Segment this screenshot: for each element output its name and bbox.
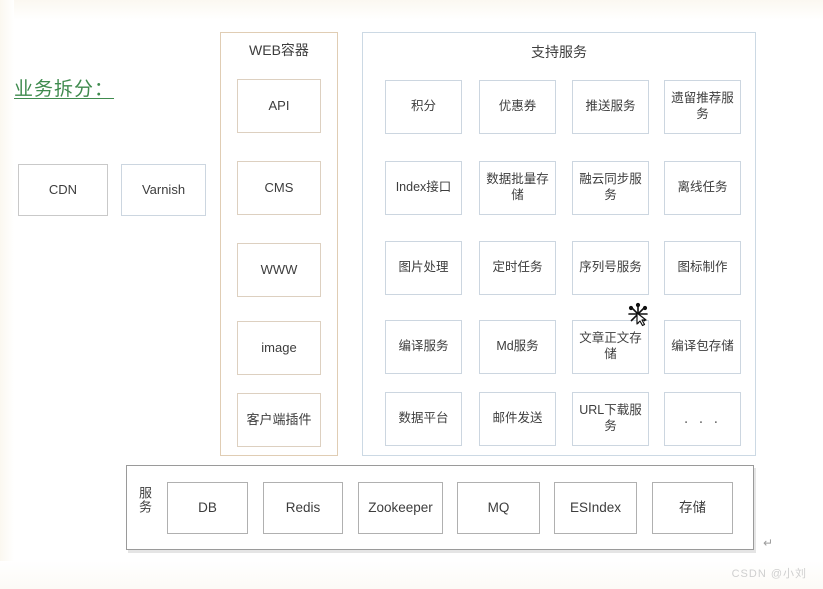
service-node-rongcloud-sync[interactable]: 融云同步服务 [572, 161, 649, 215]
node-cdn[interactable]: CDN [18, 164, 108, 216]
service-node-email-send[interactable]: 邮件发送 [479, 392, 556, 446]
service-node-compile[interactable]: 编译服务 [385, 320, 462, 374]
service-node-data-platform[interactable]: 数据平台 [385, 392, 462, 446]
background-tint-bottom [0, 561, 823, 589]
service-node-article-body-storage[interactable]: 文章正文存储 [572, 320, 649, 374]
web-item-api[interactable]: API [237, 79, 321, 133]
service-node-coupon[interactable]: 优惠券 [479, 80, 556, 134]
watermark-text: CSDN @小刘 [731, 568, 807, 580]
service-node-legacy-recommend[interactable]: 遗留推荐服务 [664, 80, 741, 134]
service-node-sequence-number[interactable]: 序列号服务 [572, 241, 649, 295]
background-tint-left [0, 0, 14, 589]
service-node-more[interactable]: . . . [664, 392, 741, 446]
service-node-image-processing[interactable]: 图片处理 [385, 241, 462, 295]
web-item-cms[interactable]: CMS [237, 161, 321, 215]
infra-node-mq[interactable]: MQ [457, 482, 540, 534]
infrastructure-bar-label: 服务 [137, 486, 152, 514]
infra-node-storage[interactable]: 存储 [652, 482, 733, 534]
infra-node-redis[interactable]: Redis [263, 482, 343, 534]
service-node-batch-storage[interactable]: 数据批量存储 [479, 161, 556, 215]
support-services-title: 支持服务 [531, 44, 587, 60]
service-node-push[interactable]: 推送服务 [572, 80, 649, 134]
service-node-index-api[interactable]: Index接口 [385, 161, 462, 215]
service-node-offline-task[interactable]: 离线任务 [664, 161, 741, 215]
pilcrow-mark: ↵ [763, 536, 774, 550]
web-item-www[interactable]: WWW [237, 243, 321, 297]
web-container-title: WEB容器 [249, 42, 309, 58]
section-title: 业务拆分： [14, 79, 115, 100]
background-tint-top [0, 0, 823, 20]
web-item-client-plugin[interactable]: 客户端插件 [237, 393, 321, 447]
infra-node-zookeeper[interactable]: Zookeeper [358, 482, 443, 534]
infra-node-db[interactable]: DB [167, 482, 248, 534]
service-node-icon-making[interactable]: 图标制作 [664, 241, 741, 295]
web-item-image[interactable]: image [237, 321, 321, 375]
node-varnish[interactable]: Varnish [121, 164, 206, 216]
service-node-url-download[interactable]: URL下载服务 [572, 392, 649, 446]
service-node-points[interactable]: 积分 [385, 80, 462, 134]
service-node-md[interactable]: Md服务 [479, 320, 556, 374]
service-node-scheduled-task[interactable]: 定时任务 [479, 241, 556, 295]
service-node-compile-package-storage[interactable]: 编译包存储 [664, 320, 741, 374]
infra-node-esindex[interactable]: ESIndex [554, 482, 637, 534]
